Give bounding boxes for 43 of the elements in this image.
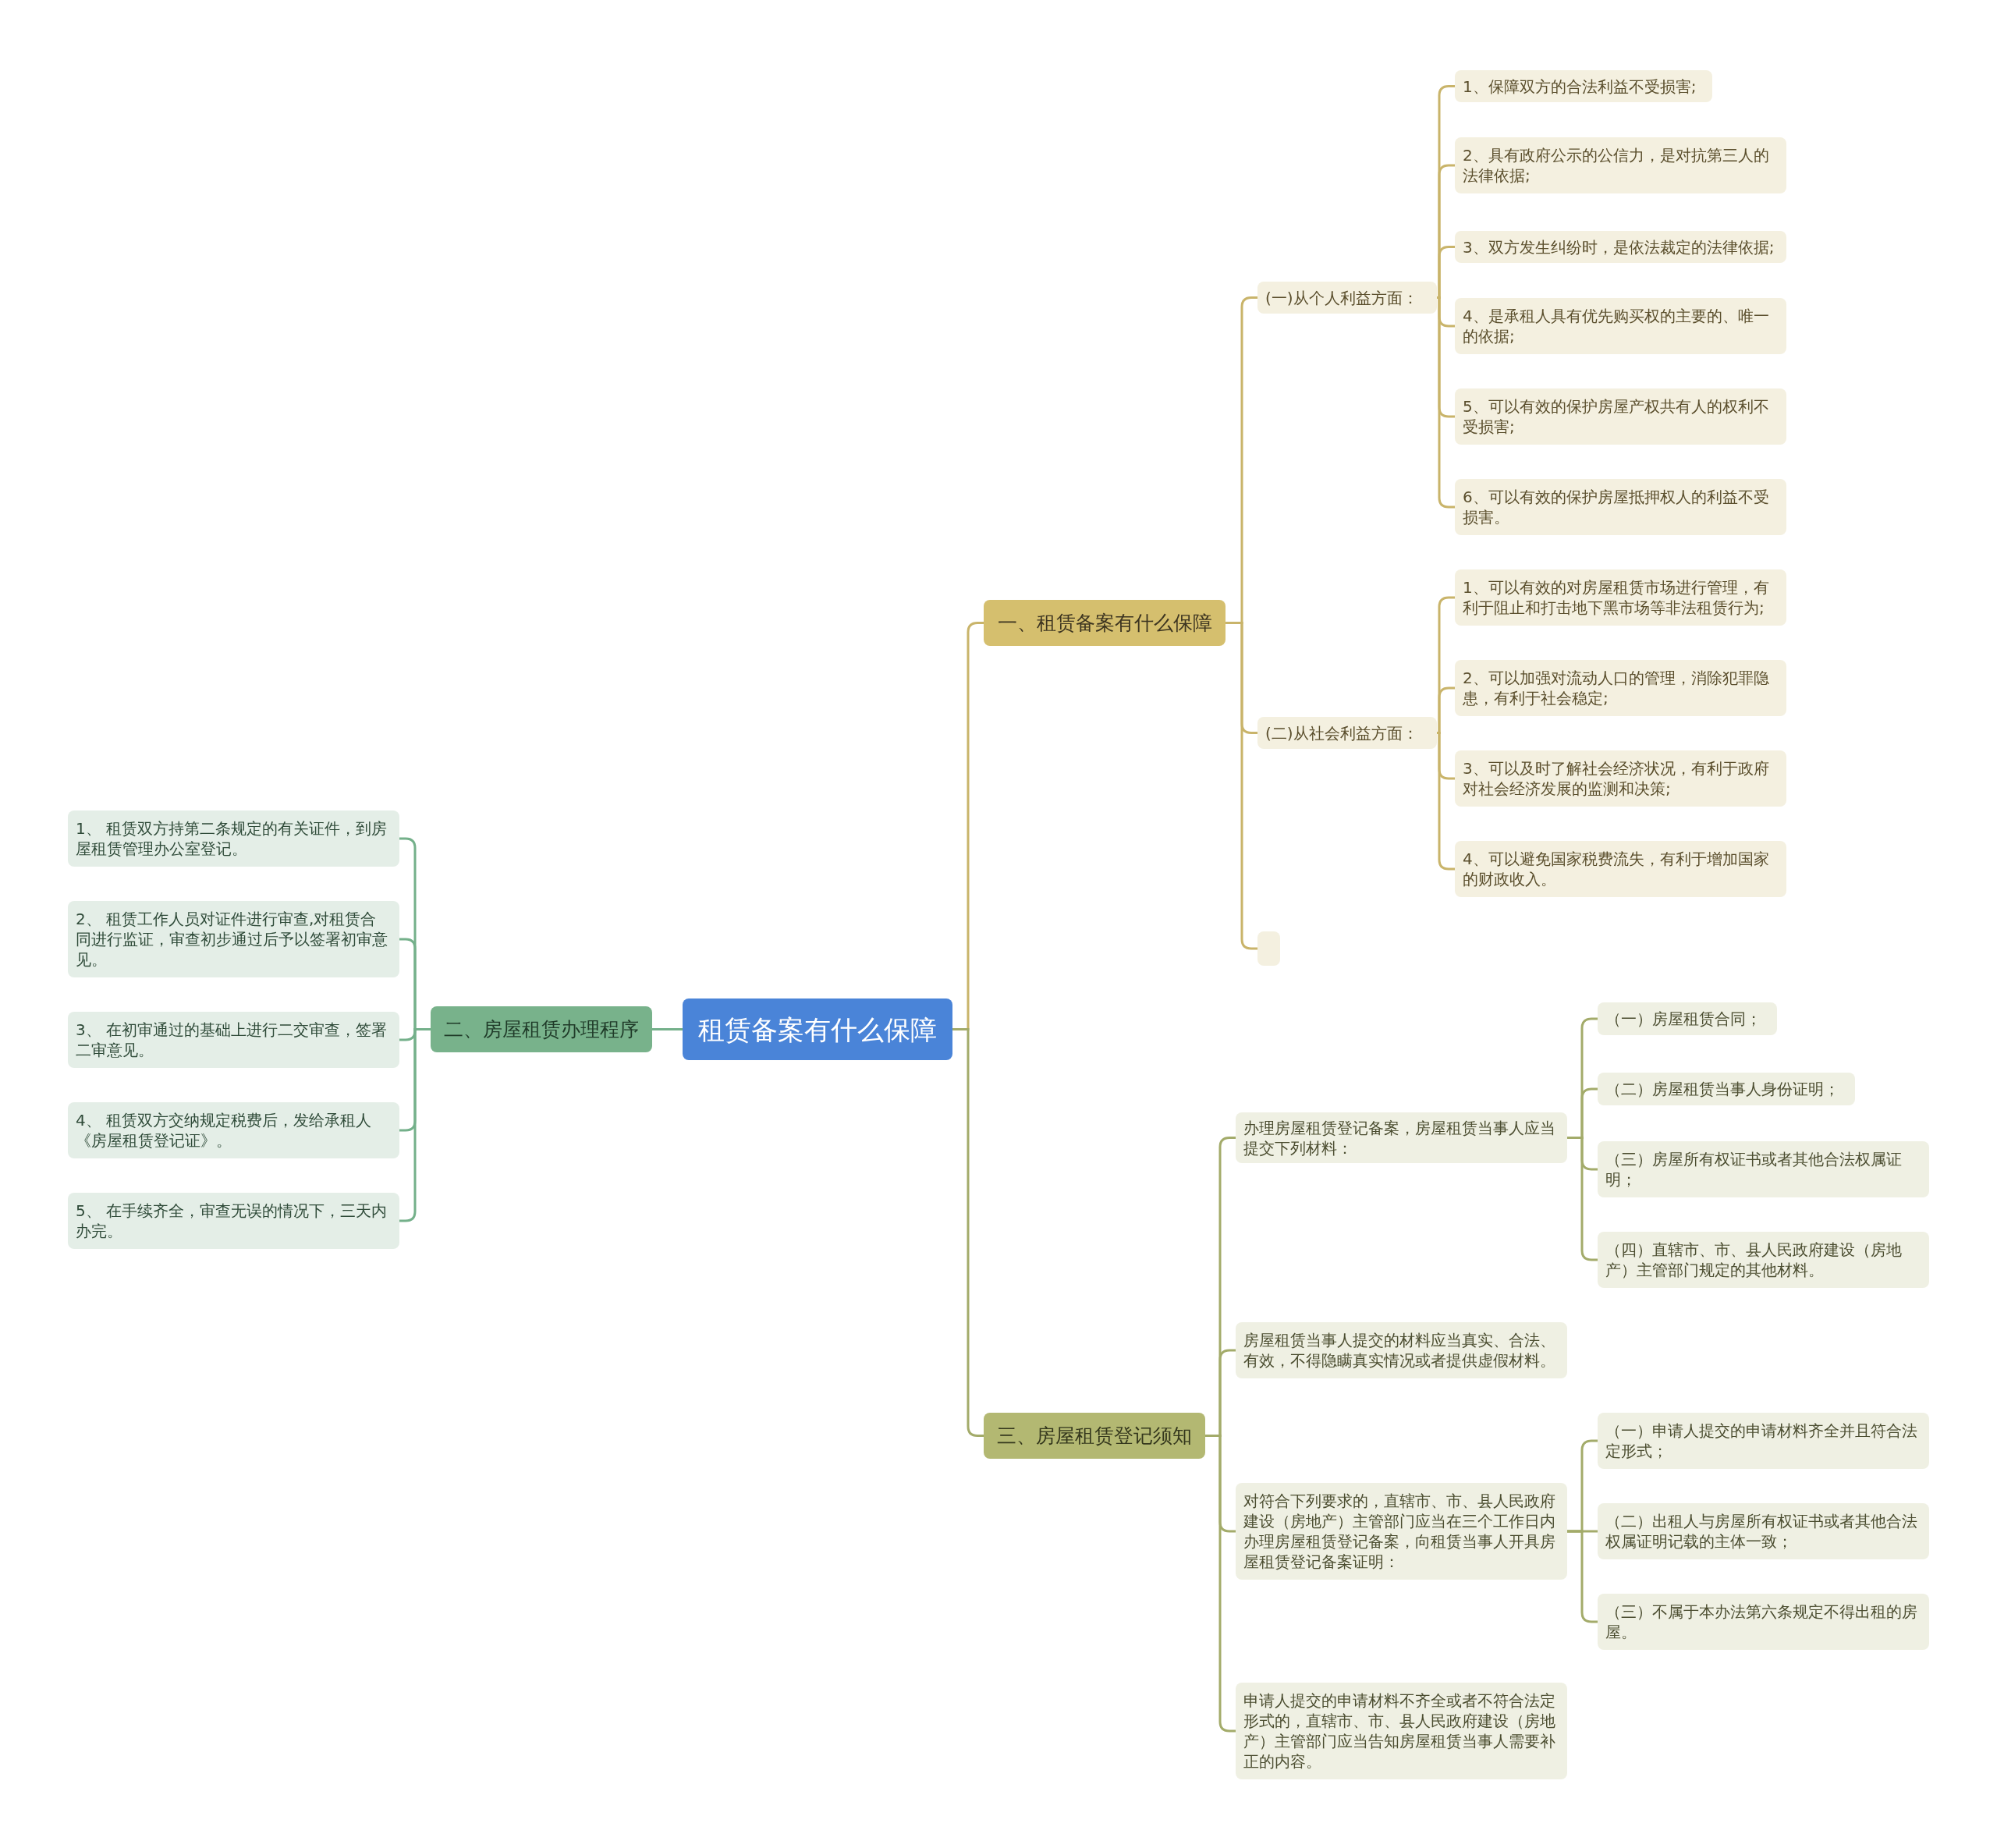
connector-line [1437,246,1455,299]
topic-box: 4、 租赁双方交纳规定税费后，发给承租人《房屋租赁登记证》。 [68,1102,399,1158]
topic-box: 1、保障双方的合法利益不受损害; [1455,70,1712,102]
central-topic-box: 租赁备案有什么保障 [683,998,952,1060]
connector-line [652,1028,683,1030]
connector-line [1437,296,1455,509]
topic-box: 3、 在初审通过的基础上进行二交审查，签署二审意见。 [68,1012,399,1068]
topic-box: 4、可以避免国家税费流失，有利于增加国家的财政收入。 [1455,841,1786,897]
topic-box: 2、 租赁工作人员对证件进行审查,对租赁合同进行监证，审查初步通过后予以签署初审意见。 [68,901,399,977]
branch-topic-box: 二、房屋租赁办理程序 [431,1006,652,1052]
connector-line [1226,622,1257,950]
topic-box: 申请人提交的申请材料不齐全或者不符合法定形式的，直辖市、市、县人民政府建设（房地产）主管部门应当告知房屋租赁当事人需要补正的内容。 [1236,1683,1567,1779]
topic-box: （三）不属于本办法第六条规定不得出租的房屋。 [1598,1594,1929,1650]
topic-box: 4、是承租人具有优先购买权的主要的、唯一的依据; [1455,298,1786,354]
connector-line [952,1028,984,1437]
topic-box: 1、可以有效的对房屋租赁市场进行管理，有利于阻止和打击地下黑市场等非法租赁行为; [1455,569,1786,626]
topic-box: 3、双方发生纠纷时，是依法裁定的法律依据; [1455,231,1786,263]
connector-line [1437,686,1455,734]
topic-box: （二）出租人与房屋所有权证书或者其他合法权属证明记载的主体一致； [1598,1503,1929,1559]
topic-box: 对符合下列要求的，直辖市、市、县人民政府建设（房地产）主管部门应当在三个工作日内办理房屋租赁登记备案，向租赁当事人开具房屋租赁登记备案证明： [1236,1483,1567,1580]
connector-line [1567,1137,1598,1261]
topic-box: （二）房屋租赁当事人身份证明； [1598,1073,1855,1105]
topic-box: （四）直辖市、市、县人民政府建设（房地产）主管部门规定的其他材料。 [1598,1232,1929,1288]
topic-box: 2、具有政府公示的公信力，是对抗第三人的法律依据; [1455,137,1786,193]
connector-line [1437,732,1455,871]
branch-topic-box: 三、房屋租赁登记须知 [984,1413,1205,1459]
connector-line [1567,1530,1598,1623]
topic-box: （三）房屋所有权证书或者其他合法权属证明； [1598,1141,1929,1197]
branch-topic-box: 一、租赁备案有什么保障 [984,600,1226,646]
empty-topic-box [1257,931,1280,966]
topic-box: （一）申请人提交的申请材料齐全并且符合法定形式； [1598,1413,1929,1469]
topic-box: 3、可以及时了解社会经济状况，有利于政府对社会经济发展的监测和决策; [1455,750,1786,807]
topic-box: 房屋租赁当事人提交的材料应当真实、合法、有效，不得隐瞒真实情况或者提供虚假材料。 [1236,1322,1567,1378]
subtopic-box: (一)从个人利益方面： [1257,282,1437,314]
connector-line [1205,1435,1236,1733]
topic-box: 5、可以有效的保护房屋产权共有人的权利不受损害; [1455,388,1786,445]
topic-box: 2、可以加强对流动人口的管理，消除犯罪隐患，有利于社会稳定; [1455,660,1786,716]
topic-box: 6、可以有效的保护房屋抵押权人的利益不受损害。 [1455,479,1786,535]
topic-box: 5、 在手续齐全，审查无误的情况下，三天内办完。 [68,1193,399,1249]
topic-box: （一）房屋租赁合同； [1598,1002,1777,1035]
topic-box: 办理房屋租赁登记备案，房屋租赁当事人应当提交下列材料： [1236,1112,1567,1163]
subtopic-box: (二)从社会利益方面： [1257,717,1437,749]
topic-box: 1、 租赁双方持第二条规定的有关证件，到房屋租赁管理办公室登记。 [68,810,399,867]
